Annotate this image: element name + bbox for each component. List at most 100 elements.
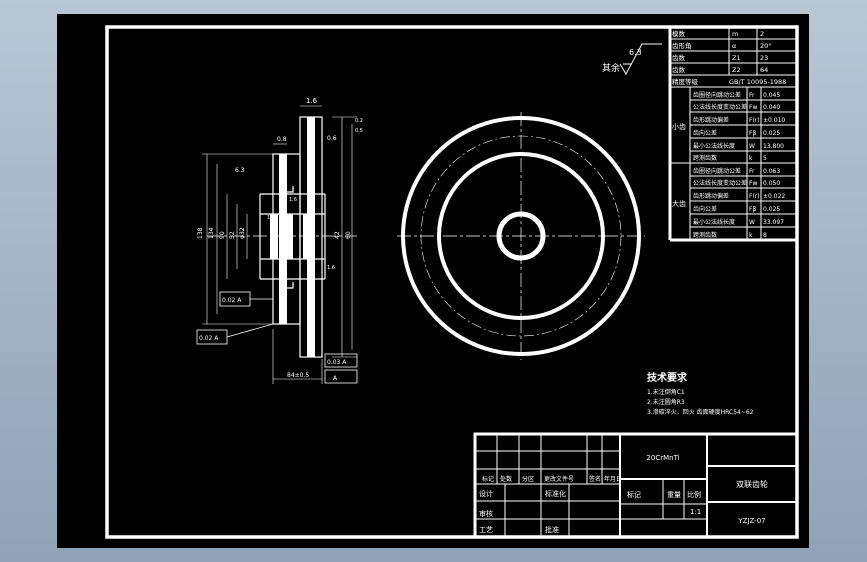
dim-right-c: 1.6 bbox=[327, 265, 335, 271]
tb-designer: 设计 bbox=[479, 489, 493, 498]
large-gear-param-symbol: k bbox=[749, 232, 753, 239]
dim-length: 84±0.5 bbox=[287, 372, 309, 379]
tb-material: 20CrMnTi bbox=[646, 454, 679, 462]
param-name: 模数 bbox=[672, 29, 686, 38]
small-gear-param-symbol: k bbox=[749, 155, 753, 162]
tech-req-1: 1.未注倒角C1 bbox=[647, 388, 685, 396]
small-gear-param-name: 齿向公差 bbox=[693, 129, 717, 137]
dim-bore: φ32 bbox=[239, 227, 246, 239]
param-value: 23 bbox=[760, 54, 768, 62]
tb-header-3: 更改文件号 bbox=[544, 475, 574, 483]
dim-width-top: 1.6 bbox=[306, 97, 318, 105]
large-gear-param-name: 齿形跳动偏差 bbox=[693, 192, 729, 200]
tb-reviewer: 审核 bbox=[479, 509, 493, 518]
tb-header-1: 处数 bbox=[500, 475, 512, 483]
large-gear-group-label: 大齿 bbox=[672, 199, 686, 208]
tb-header-4: 签名 bbox=[589, 475, 601, 483]
dim-dia-a: 138 bbox=[197, 227, 204, 239]
param-name: 齿数 bbox=[672, 65, 686, 74]
dim-dia-c: 90 bbox=[219, 231, 226, 239]
tb-approve: 批准 bbox=[545, 525, 559, 534]
tech-req-2: 2.未注圆角R3 bbox=[647, 398, 685, 406]
tolerance-frames bbox=[196, 291, 358, 384]
roughness-value: 6.3 bbox=[629, 48, 642, 57]
tb-part-name: 双联齿轮 bbox=[736, 479, 768, 489]
roughness-label: 其余 bbox=[602, 62, 620, 74]
large-gear-param-symbol: Fβ bbox=[749, 206, 756, 213]
dim-face: 0.6 bbox=[327, 135, 337, 142]
param-value: 2 bbox=[760, 30, 764, 38]
large-gear-param-value: 8 bbox=[763, 232, 767, 239]
tb-header-0: 标记 bbox=[482, 475, 494, 483]
param-symbol: α bbox=[732, 42, 736, 50]
small-gear-param-name: 齿圈径向跳动公差 bbox=[693, 91, 741, 99]
small-gear-param-name: 公法线长度变动公差 bbox=[693, 103, 747, 111]
large-gear-param-symbol: Fr bbox=[749, 168, 755, 175]
large-gear-param-name: 齿向公差 bbox=[693, 205, 717, 213]
technical-requirements: 技术要求 1.未注倒角C1 2.未注圆角R3 3.渗碳淬火、回火 齿面硬度HRC… bbox=[647, 371, 754, 416]
tb-weight: 重量 bbox=[667, 491, 681, 499]
dim-right-b: 0.5 bbox=[355, 128, 363, 134]
small-gear-param-symbol: Fw bbox=[749, 104, 757, 111]
small-gear-param-name: 跨测齿数 bbox=[693, 154, 717, 162]
tb-header-5: 年月日 bbox=[604, 475, 622, 483]
dim-dia-b: 134 bbox=[208, 227, 215, 239]
title-block bbox=[473, 432, 799, 539]
large-gear-param-name: 跨测齿数 bbox=[693, 231, 717, 239]
tol-frame-c: 0.03 A bbox=[327, 359, 347, 366]
tb-standardize: 标准化 bbox=[545, 489, 566, 498]
small-gear-group-label: 小齿 bbox=[672, 122, 686, 131]
dim-small-a: 6.3 bbox=[235, 167, 245, 174]
large-gear-param-value: 0.063 bbox=[763, 168, 780, 175]
dim-dia-f: 60 bbox=[345, 231, 352, 239]
tb-scale: 1:1 bbox=[690, 508, 701, 516]
dim-hub: 1.6 bbox=[289, 197, 297, 203]
gear-section-view bbox=[202, 105, 357, 384]
large-gear-param-value: 0.025 bbox=[763, 206, 780, 213]
dim-dia-e: 42 bbox=[334, 231, 341, 239]
small-gear-param-value: 5 bbox=[763, 155, 767, 162]
dim-dia-d: 52 bbox=[229, 231, 236, 239]
dim-small-b: 0.8 bbox=[277, 136, 287, 143]
param-symbol: m bbox=[732, 30, 738, 38]
param-value: 20° bbox=[760, 42, 772, 50]
roughness-symbol: 其余 6.3 bbox=[602, 43, 662, 76]
param-name: 精度等级 bbox=[672, 77, 699, 86]
small-gear-param-symbol: Fβ bbox=[749, 130, 756, 137]
large-gear-param-name: 最小公法线长度 bbox=[693, 218, 735, 226]
small-gear-param-value: 0.045 bbox=[763, 92, 780, 99]
tech-req-title: 技术要求 bbox=[647, 371, 688, 384]
small-gear-param-value: 13.800 bbox=[763, 143, 784, 150]
small-gear-param-symbol: Fr bbox=[749, 92, 755, 99]
large-gear-param-symbol: W bbox=[749, 219, 755, 226]
title-block-text: 标记 处数 分区 更改文件号 签名 年月日 设计 标准化 审核 工艺 批准 20… bbox=[479, 454, 768, 534]
small-gear-param-symbol: W bbox=[749, 143, 755, 150]
param-symbol: Z1 bbox=[732, 54, 741, 62]
small-gear-param-symbol: F(r) bbox=[749, 117, 760, 124]
large-gear-param-name: 齿圈径向跳动公差 bbox=[693, 167, 741, 175]
small-gear-param-value: 0.025 bbox=[763, 130, 780, 137]
dimension-texts: 1.6 0.8 6.3 0.6 1.6 1.6 1.6 0.2 0.5 138 … bbox=[197, 97, 363, 382]
param-symbol: Z2 bbox=[732, 66, 741, 74]
dim-keyway: 1.6 bbox=[267, 215, 275, 221]
tol-frame-b: 0.02 A bbox=[199, 335, 219, 342]
tb-process: 工艺 bbox=[479, 526, 493, 534]
param-name: 齿形角 bbox=[672, 41, 692, 50]
tech-req-3: 3.渗碳淬火、回火 齿面硬度HRC54~62 bbox=[647, 408, 754, 416]
large-gear-param-name: 公法线长度变动公差 bbox=[693, 179, 747, 187]
border-frame bbox=[105, 25, 799, 539]
param-name: 齿数 bbox=[672, 53, 686, 62]
gear-front-view bbox=[397, 112, 645, 360]
large-gear-param-value: 33.097 bbox=[763, 219, 784, 226]
tb-scale-label: 比例 bbox=[687, 490, 701, 499]
param-value: GB/T 10095-1988 bbox=[729, 78, 786, 86]
datum-label: A bbox=[333, 375, 338, 382]
small-gear-param-name: 齿形跳动偏差 bbox=[693, 116, 729, 124]
tb-drawing-no: YZJZ-07 bbox=[737, 517, 765, 525]
large-gear-param-symbol: Fw bbox=[749, 180, 757, 187]
dim-right-a: 0.2 bbox=[355, 118, 363, 124]
large-gear-param-value: ±0.022 bbox=[763, 193, 785, 200]
